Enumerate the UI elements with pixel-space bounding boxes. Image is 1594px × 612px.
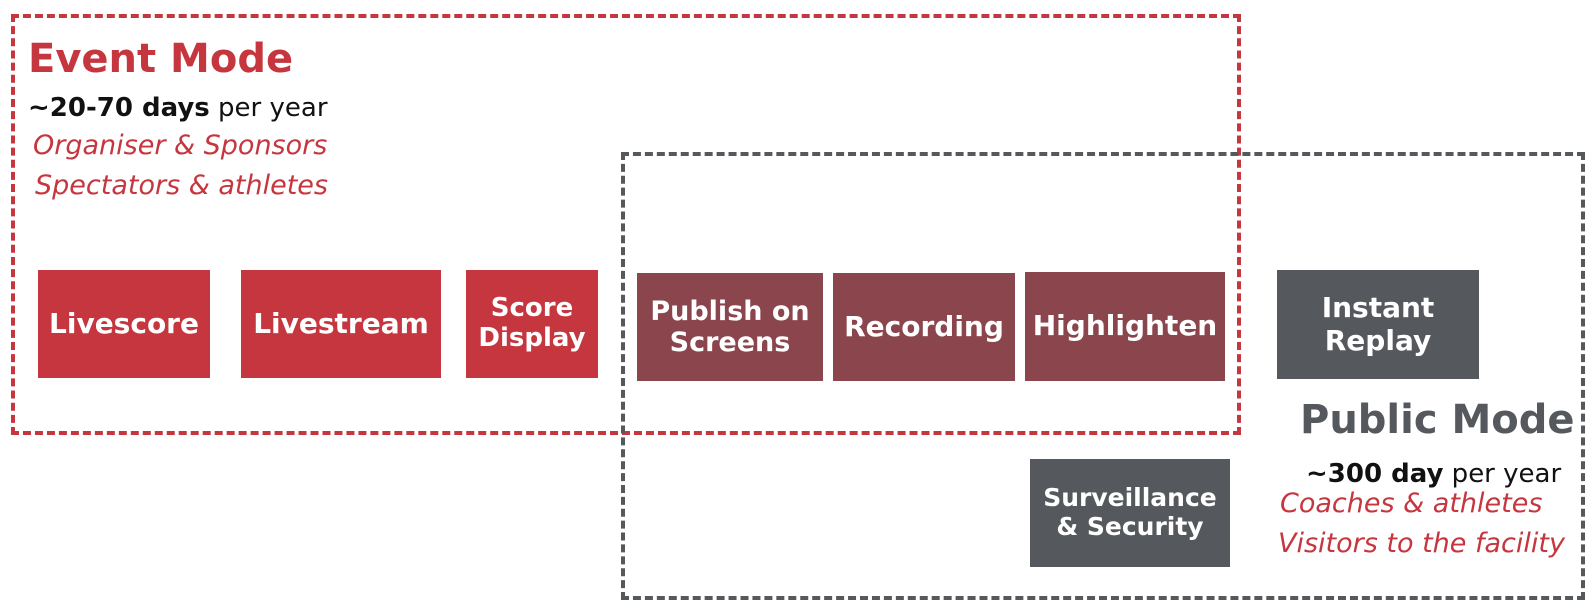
public-mode-days: ~300 day per year <box>1306 459 1561 489</box>
event-mode-days-rest: per year <box>209 93 328 123</box>
public-mode-title: Public Mode <box>1300 397 1575 443</box>
publish-label-line-2: Screens <box>669 327 791 358</box>
event-mode-days-bold: ~20-70 days <box>28 93 210 123</box>
publish-on-screens-box[interactable]: Publish on Screens <box>637 273 823 381</box>
public-audience-1: Coaches & athletes <box>1280 488 1543 519</box>
livestream-label: Livestream <box>253 306 429 340</box>
recording-box[interactable]: Recording <box>833 273 1015 381</box>
instant-replay-label-line-1: Instant <box>1321 291 1435 325</box>
public-mode-days-rest: per year <box>1443 459 1562 489</box>
publish-label-line-1: Publish on <box>650 295 810 327</box>
recording-label: Recording <box>844 309 1004 343</box>
score-display-label-line-2: Display <box>478 323 586 353</box>
highlighten-label: Highlighten <box>1032 309 1218 343</box>
highlighten-box[interactable]: Highlighten <box>1025 272 1225 381</box>
livescore-box[interactable]: Livescore <box>38 270 210 378</box>
instant-replay-label-line-2: Replay <box>1324 323 1432 357</box>
public-mode-days-bold: ~300 day <box>1306 459 1444 489</box>
instant-replay-box[interactable]: Instant Replay <box>1277 270 1479 379</box>
score-display-label-line-1: Score <box>490 293 574 324</box>
livestream-box[interactable]: Livestream <box>241 270 441 378</box>
surveillance-label-line-1: Surveillance <box>1043 483 1217 513</box>
livescore-label: Livescore <box>49 306 199 340</box>
surveillance-security-box[interactable]: Surveillance & Security <box>1030 459 1230 567</box>
event-mode-title: Event Mode <box>28 36 294 82</box>
surveillance-label-line-2: & Security <box>1056 512 1204 541</box>
event-mode-days: ~20-70 days per year <box>28 93 328 123</box>
event-audience-2: Spectators & athletes <box>35 170 328 201</box>
score-display-box[interactable]: Score Display <box>466 270 598 378</box>
event-audience-1: Organiser & Sponsors <box>33 130 328 161</box>
public-audience-2: Visitors to the facility <box>1278 528 1565 559</box>
